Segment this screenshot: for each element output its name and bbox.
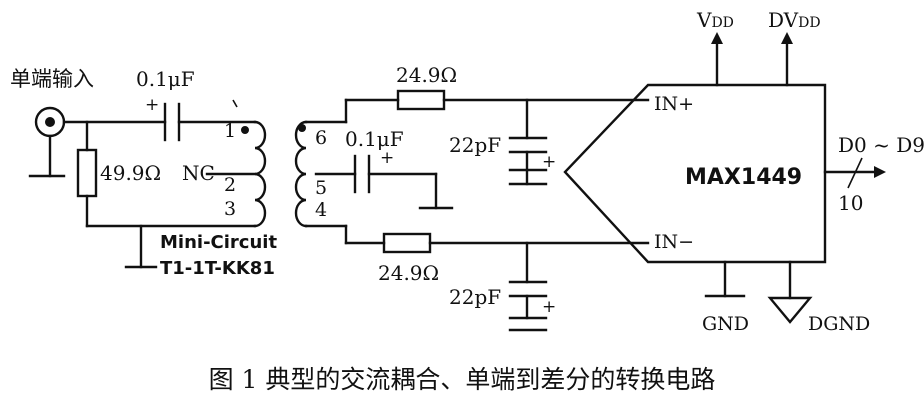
output-bus-label: D0 ~ D9 <box>838 133 924 157</box>
transformer-primary-winding <box>253 120 267 228</box>
input-capacitor <box>163 102 181 142</box>
termination-resistor-label: 49.9Ω <box>100 161 161 185</box>
pin-3-label: 3 <box>224 198 236 220</box>
dvdd-arrow-icon <box>781 32 793 44</box>
figure-caption: 图 1 典型的交流耦合、单端到差分的转换电路 <box>209 365 716 394</box>
input-capacitor-plus: + <box>145 95 159 115</box>
polarity-dot-secondary <box>298 124 306 132</box>
bottom-series-resistor-label: 24.9Ω <box>378 261 439 285</box>
input-capacitor-label: 0.1μF <box>136 67 195 91</box>
polarity-dot-primary <box>241 126 249 134</box>
input-label: 单端输入 <box>10 67 94 91</box>
bottom-series-resistor <box>382 232 432 254</box>
pin-2-label: 2 <box>224 174 236 196</box>
in-plus-pin-label: IN+ <box>654 93 694 115</box>
vdd-label: VDD <box>696 8 734 32</box>
adc-chip-body <box>563 83 827 264</box>
bus-width-label: 10 <box>838 191 863 215</box>
bottom-filter-capacitor-label: 22pF <box>449 285 501 309</box>
pin-4-label: 4 <box>315 199 327 221</box>
bus-slash <box>847 157 863 189</box>
top-series-resistor-label: 24.9Ω <box>396 63 457 87</box>
tick-mark <box>232 99 238 108</box>
gnd-label: GND <box>702 313 749 335</box>
termination-resistor <box>76 148 98 198</box>
pin-5-label: 5 <box>315 177 327 199</box>
in-minus-pin-label: IN− <box>654 231 694 253</box>
center-tap-capacitor-label: 0.1μF <box>345 127 404 151</box>
bottom-filter-capacitor-plus: + <box>542 297 556 317</box>
transformer-label-line2: T1-1T-KK81 <box>160 258 275 279</box>
output-arrow-icon <box>874 166 886 178</box>
transformer-label-line1: Mini-Circuit <box>160 232 277 253</box>
vdd-arrow-icon <box>711 32 723 44</box>
pin-1-label: 1 <box>224 120 236 142</box>
top-series-resistor <box>396 89 446 111</box>
input-connector <box>28 106 66 178</box>
dgnd-label: DGND <box>808 313 870 335</box>
dvdd-label: DVDD <box>768 8 821 32</box>
transformer-secondary-winding <box>294 120 308 228</box>
center-tap-capacitor-plus: + <box>380 148 394 168</box>
dgnd-symbol-icon <box>767 296 813 324</box>
pin-6-label: 6 <box>315 127 327 149</box>
chip-name: MAX1449 <box>685 165 802 190</box>
top-filter-capacitor-plus: + <box>542 152 556 172</box>
top-filter-capacitor-label: 22pF <box>449 133 501 157</box>
